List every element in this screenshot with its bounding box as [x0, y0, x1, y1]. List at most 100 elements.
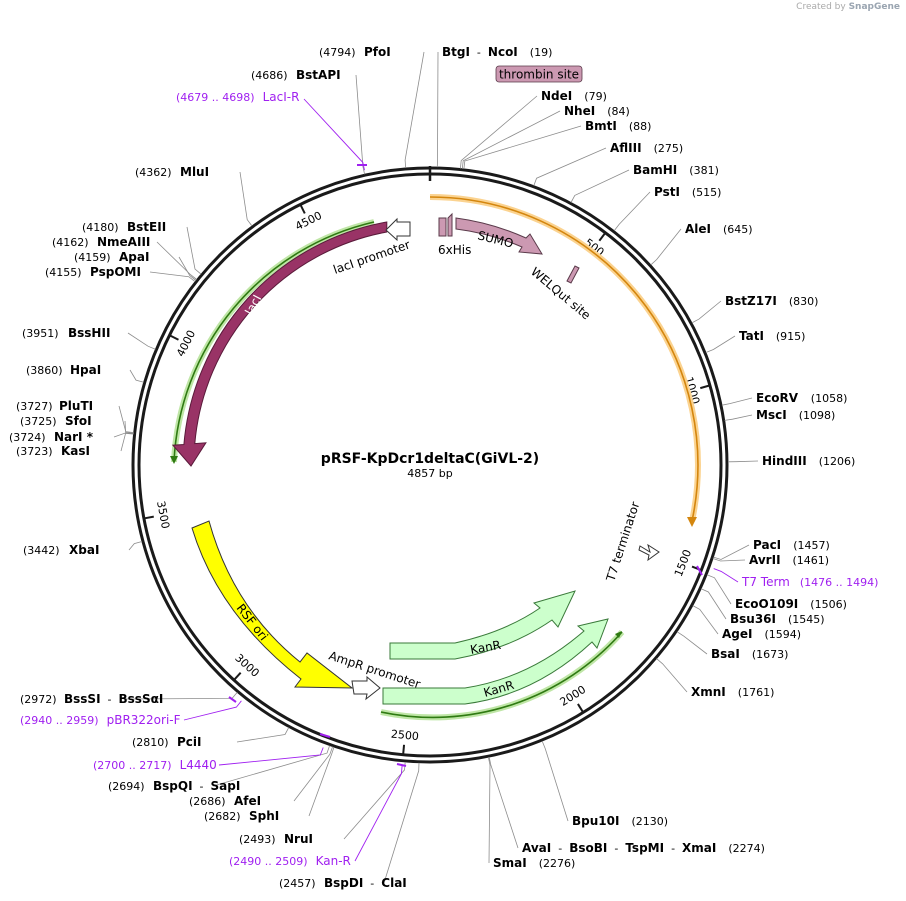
- feature-rsf-ori[interactable]: [191, 520, 354, 689]
- enzyme-site[interactable]: TatI(915): [739, 329, 805, 343]
- enzyme-site[interactable]: NdeI(79): [541, 89, 607, 103]
- feature-t7-terminator[interactable]: [638, 543, 660, 562]
- enzyme-position: (84): [607, 105, 630, 118]
- enzyme-position: (830): [789, 295, 819, 308]
- enzyme-site[interactable]: Bsu36I(1545): [730, 612, 825, 626]
- enzyme-site[interactable]: NarI *(3724): [9, 430, 94, 444]
- enzyme-separator: -: [193, 780, 211, 793]
- enzyme-leader: [570, 169, 630, 203]
- features: thrombin site: [171, 65, 660, 705]
- enzyme-position: (4686): [251, 69, 288, 82]
- feature-kanr-1[interactable]: [389, 590, 576, 660]
- enzyme-site[interactable]: ApaI(4159): [74, 250, 149, 264]
- feature-welqut[interactable]: [566, 265, 580, 284]
- enzyme-name: ClaI: [381, 876, 406, 890]
- enzyme-name: Bsu36I: [730, 612, 776, 626]
- primer-markers: [228, 164, 703, 767]
- enzyme-site[interactable]: EcoRV(1058): [756, 391, 847, 405]
- enzyme-leader: [383, 762, 420, 884]
- thrombin-site-box[interactable]: thrombin site: [495, 65, 583, 83]
- enzyme-site[interactable]: SphI(2682): [204, 809, 279, 823]
- enzyme-site[interactable]: XmnI(1761): [691, 685, 774, 699]
- enzyme-site[interactable]: AflIII(275): [610, 141, 683, 155]
- enzyme-site[interactable]: AvrII(1461): [749, 553, 829, 567]
- enzyme-site[interactable]: BspDI - ClaI(2457): [279, 876, 407, 890]
- enzyme-site[interactable]: AfeI(2686): [189, 794, 261, 808]
- enzyme-leader: [721, 397, 753, 406]
- primer-site[interactable]: (4679 .. 4698)LacI-R: [176, 90, 299, 104]
- enzyme-site[interactable]: AgeI(1594): [722, 627, 801, 641]
- feature-lacI[interactable]: [171, 221, 388, 467]
- enzyme-site[interactable]: NheI(84): [564, 104, 630, 118]
- orf-arcs: [170, 194, 701, 721]
- enzyme-leader: [650, 228, 682, 266]
- enzyme-site[interactable]: PluTI(3727): [16, 399, 93, 413]
- enzyme-site[interactable]: XbaI(3442): [23, 543, 99, 557]
- enzyme-name: PstI: [654, 185, 680, 199]
- enzyme-site[interactable]: AvaI - BsoBI - TspMI - XmaI(2274): [522, 841, 765, 855]
- primer-site[interactable]: (2700 .. 2717)L4440: [93, 758, 217, 772]
- enzyme-position: (1098): [799, 409, 836, 422]
- enzyme-leader: [488, 757, 519, 849]
- enzyme-name: BstAPI: [296, 68, 341, 82]
- enzyme-label: AleI: [685, 222, 711, 236]
- enzyme-separator: -: [101, 693, 119, 706]
- enzyme-label: BmtI: [585, 119, 617, 133]
- enzyme-site[interactable]: BstZ17I (830): [725, 294, 818, 308]
- enzyme-name: BstZ17I: [725, 294, 777, 308]
- enzyme-leader: [308, 746, 335, 817]
- enzyme-site[interactable]: HpaI(3860): [26, 363, 101, 377]
- primer-site[interactable]: (2940 .. 2959)pBR322ori-F: [20, 713, 181, 727]
- enzyme-site[interactable]: BamHI(381): [633, 163, 719, 177]
- enzyme-site[interactable]: Bpu10I(2130): [572, 814, 668, 828]
- enzyme-site[interactable]: PfoI(4794): [319, 45, 391, 59]
- primer-leader: [303, 98, 365, 171]
- enzyme-site[interactable]: MluI(4362): [135, 165, 209, 179]
- thrombin-site-label: thrombin site: [499, 68, 579, 82]
- enzyme-name: MluI: [180, 165, 209, 179]
- enzyme-site[interactable]: PspOMI(4155): [45, 265, 141, 279]
- enzyme-site[interactable]: BsaI(1673): [711, 647, 788, 661]
- enzyme-name: BsaI: [711, 647, 740, 661]
- enzyme-site[interactable]: HindIII(1206): [762, 454, 855, 468]
- enzyme-site[interactable]: BmtI(88): [585, 119, 651, 133]
- enzyme-site[interactable]: BspQI - SapI(2694): [108, 779, 240, 793]
- enzyme-position: (1058): [811, 392, 848, 405]
- enzyme-label: NarI *: [54, 430, 94, 444]
- primer-leader: [183, 700, 242, 721]
- enzyme-site[interactable]: KasI(3723): [16, 444, 90, 458]
- enzyme-site[interactable]: AleI(645): [685, 222, 753, 236]
- enzyme-name: BspQI: [153, 779, 193, 793]
- feature-laci-promoter[interactable]: [385, 217, 411, 242]
- enzyme-site[interactable]: PacI(1457): [753, 538, 830, 552]
- enzyme-site[interactable]: EcoO109I(1506): [735, 597, 847, 611]
- enzyme-leader: [178, 256, 197, 281]
- feature-sumo[interactable]: [455, 217, 543, 255]
- scale-tick-label: 4000: [174, 328, 198, 359]
- feature-label-welqut: WELQut site: [528, 265, 593, 323]
- enzyme-site[interactable]: NruI(2493): [239, 832, 313, 846]
- enzyme-site[interactable]: PstI(515): [654, 185, 721, 199]
- feature-6xhis[interactable]: [438, 217, 447, 237]
- enzyme-site[interactable]: SfoI(3725): [20, 414, 92, 428]
- enzyme-position: (1761): [738, 686, 775, 699]
- enzyme-site[interactable]: BssSI - BssSαI(2972): [20, 692, 163, 706]
- enzyme-site[interactable]: SmaI(2276): [493, 856, 575, 870]
- primer-site[interactable]: (2490 .. 2509)Kan-R: [229, 854, 351, 868]
- plasmid-length: 4857 bp: [407, 467, 452, 480]
- enzyme-site[interactable]: BstAPI (4686): [251, 68, 341, 82]
- primer-site[interactable]: (1476 .. 1494)T7 Term: [741, 575, 878, 589]
- enzyme-site[interactable]: MscI(1098): [756, 408, 835, 422]
- feature-ampr-promoter[interactable]: [351, 675, 381, 701]
- enzyme-leader: [712, 558, 746, 562]
- enzyme-leader: [700, 588, 727, 620]
- enzyme-site[interactable]: PciI(2810): [132, 735, 202, 749]
- enzyme-site[interactable]: BstEII(4180): [82, 220, 166, 234]
- enzyme-site[interactable]: BssHII(3951): [22, 326, 110, 340]
- enzyme-site[interactable]: NmeAIII(4162): [52, 235, 150, 249]
- feature-kanr-2[interactable]: [382, 618, 609, 705]
- feature-his-tag-small[interactable]: [447, 212, 453, 237]
- enzyme-position: (1206): [819, 455, 856, 468]
- feature-label-6xhis: 6xHis: [438, 243, 471, 257]
- enzyme-site[interactable]: BtgI - NcoI(19): [442, 45, 552, 59]
